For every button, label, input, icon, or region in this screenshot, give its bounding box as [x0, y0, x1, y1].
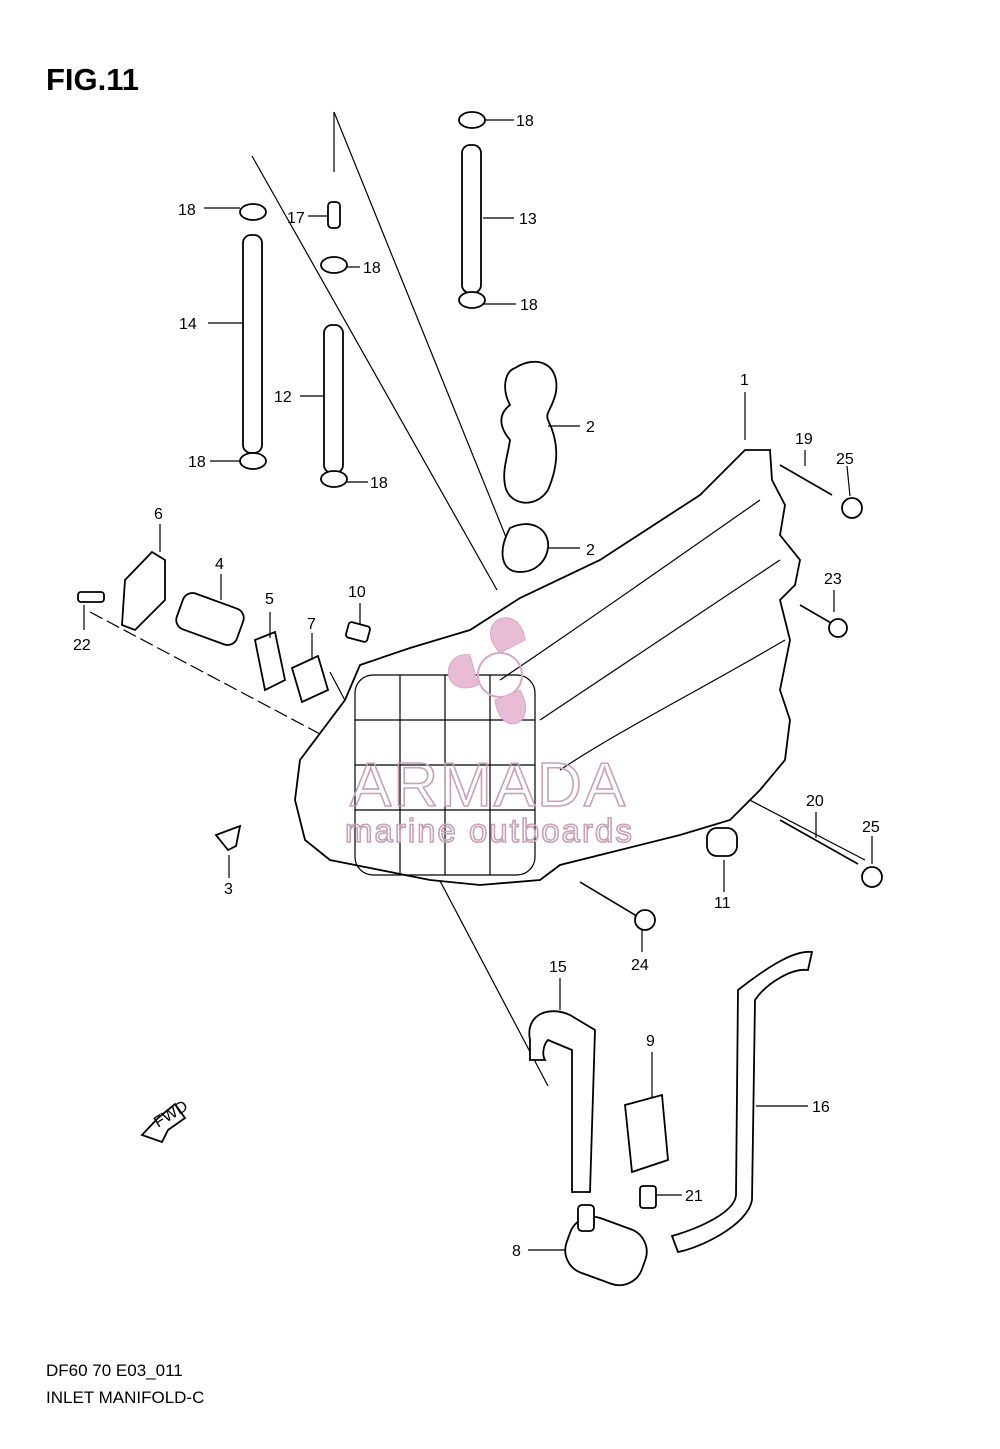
callout-1: 1 — [740, 372, 749, 389]
hose-15 — [528, 1010, 596, 1193]
callout-17: 17 — [287, 210, 305, 227]
watermark: ARMADA marine outboards — [344, 617, 634, 850]
bolt-24-head — [634, 909, 656, 931]
callout-2: 2 — [586, 419, 595, 436]
stud-20 — [779, 819, 859, 865]
callout-8: 8 — [512, 1243, 521, 1260]
callout-4: 4 — [215, 556, 224, 573]
bracket-6 — [121, 550, 166, 632]
hose-14 — [242, 234, 263, 454]
inlet-manifold-1 — [294, 449, 801, 886]
bolt-19 — [779, 464, 833, 496]
gasket-2 — [501, 523, 549, 573]
hose-clamp — [320, 470, 348, 488]
callout-24: 24 — [631, 957, 649, 974]
hose-clamp — [320, 256, 348, 274]
gasket-5 — [253, 630, 287, 692]
hose-clamp — [458, 111, 486, 129]
callout-6: 6 — [154, 506, 163, 523]
callout-22: 22 — [73, 637, 91, 654]
callout-21: 21 — [685, 1188, 703, 1205]
callout-15: 15 — [549, 959, 567, 976]
sleeve-10 — [345, 621, 371, 643]
guide-line — [333, 111, 513, 553]
callout-2: 2 — [586, 542, 595, 559]
footer-code: DF60 70 E03_011 — [46, 1361, 183, 1380]
callout-16: 16 — [812, 1099, 830, 1116]
solenoid-4 — [175, 592, 245, 646]
gasket-2 — [500, 360, 558, 504]
bolt-23-head — [828, 618, 848, 638]
leader-lines — [83, 119, 873, 1251]
plate-7 — [290, 654, 330, 704]
hose-clamp — [458, 291, 486, 309]
propeller-logo-icon — [448, 617, 526, 725]
callout-12: 12 — [274, 389, 292, 406]
hose-clamp — [239, 452, 267, 470]
manifold-runner — [559, 639, 786, 771]
hose-12 — [323, 324, 344, 474]
callout-10: 10 — [348, 584, 366, 601]
callout-25: 25 — [836, 451, 854, 468]
watermark-tagline: marine outboards — [345, 812, 634, 849]
nut-25 — [841, 497, 863, 519]
callout-13: 13 — [519, 211, 537, 228]
fwd-arrow-icon — [140, 1102, 187, 1144]
callout-19: 19 — [795, 431, 813, 448]
bushing-11 — [706, 827, 738, 857]
callout-18: 18 — [188, 454, 206, 471]
callout-18: 18 — [370, 475, 388, 492]
callout-9: 9 — [646, 1033, 655, 1050]
fitting-17 — [327, 201, 341, 229]
callout-18: 18 — [516, 113, 534, 130]
callout-18: 18 — [363, 260, 381, 277]
callout-18: 18 — [520, 297, 538, 314]
grommet-3 — [214, 824, 242, 852]
callout-23: 23 — [824, 571, 842, 588]
guide-line — [251, 155, 498, 591]
manifold-runner — [539, 559, 781, 721]
screw-21 — [639, 1185, 657, 1209]
callout-5: 5 — [265, 591, 274, 608]
bolt-24 — [579, 881, 641, 919]
hose-clamp — [239, 203, 267, 221]
watermark-brand: ARMADA — [350, 751, 627, 820]
callout-18: 18 — [178, 202, 196, 219]
callout-7: 7 — [307, 616, 316, 633]
callout-14: 14 — [179, 316, 197, 333]
guide-line — [89, 611, 323, 736]
manifold-runner — [499, 499, 761, 681]
callout-25: 25 — [862, 819, 880, 836]
callout-labels: 1 2 2 3 4 5 6 7 8 9 10 11 12 13 14 15 16… — [73, 113, 880, 1260]
nut-25 — [861, 866, 883, 888]
footer-name: INLET MANIFOLD-C — [46, 1388, 205, 1407]
bolt-22 — [77, 591, 105, 603]
callout-3: 3 — [224, 881, 233, 898]
hose-16 — [670, 951, 814, 1254]
clip-9 — [624, 1093, 669, 1174]
hose-13 — [461, 144, 482, 294]
filter-8 — [564, 1215, 648, 1287]
callout-20: 20 — [806, 793, 824, 810]
callout-11: 11 — [714, 895, 731, 912]
filter-nipple — [577, 1204, 595, 1232]
figure-title: FIG.11 — [46, 62, 140, 97]
